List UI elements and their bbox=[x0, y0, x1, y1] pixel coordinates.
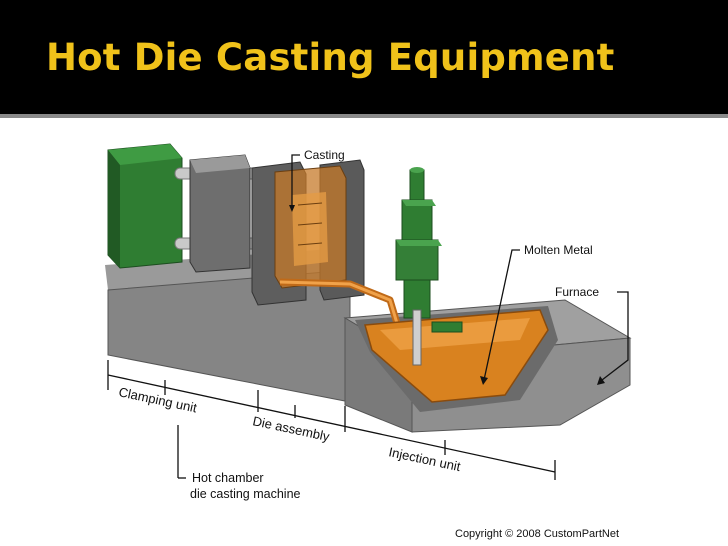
injection-unit-label: Injection unit bbox=[387, 444, 462, 474]
casting-label: Casting bbox=[304, 148, 345, 162]
clamping-unit bbox=[107, 143, 365, 306]
title-bar: Hot Die Casting Equipment bbox=[0, 0, 728, 114]
callout-lines bbox=[289, 154, 629, 385]
title-divider bbox=[0, 114, 728, 118]
die-assembly bbox=[274, 165, 347, 289]
machine-label-line1: Hot chamber bbox=[192, 471, 264, 485]
clamping-unit-label: Clamping unit bbox=[117, 384, 198, 415]
unit-brackets bbox=[107, 360, 556, 480]
molten-metal-label: Molten Metal bbox=[524, 243, 593, 257]
injection-unit bbox=[395, 167, 463, 366]
copyright-text: Copyright © 2008 CustomPartNet bbox=[455, 528, 619, 540]
furnace-label: Furnace bbox=[555, 285, 599, 299]
die-assembly-label: Die assembly bbox=[251, 413, 331, 444]
machine-label-line2: die casting machine bbox=[190, 487, 301, 501]
slide-title: Hot Die Casting Equipment bbox=[46, 36, 615, 79]
